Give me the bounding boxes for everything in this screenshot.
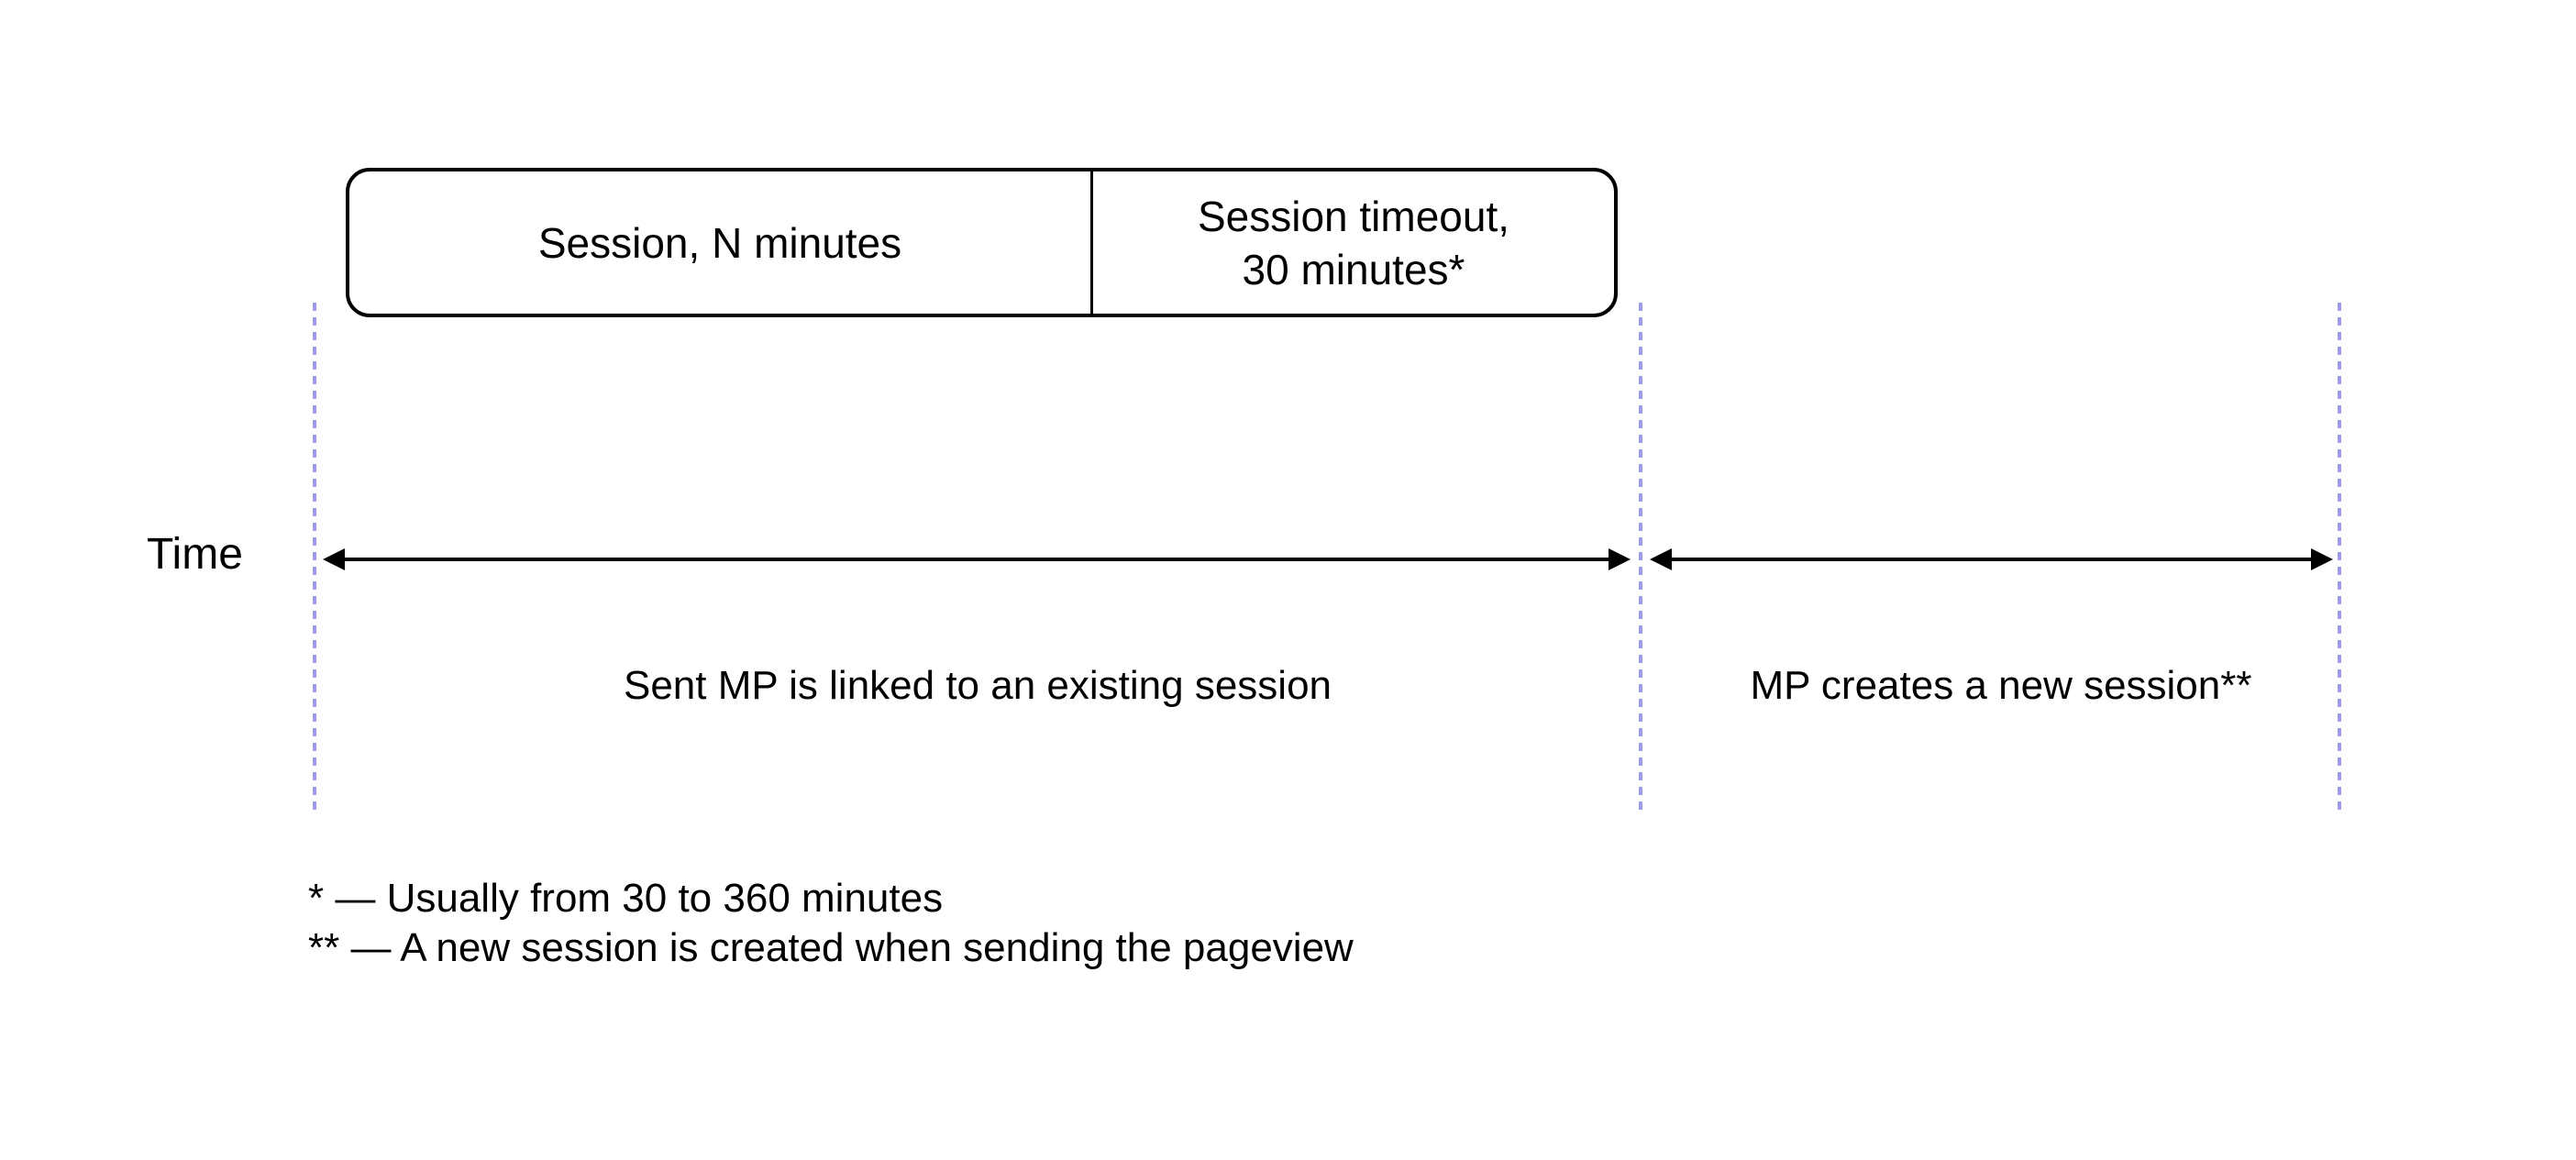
new-session-segment-label: MP creates a new session** xyxy=(1750,663,2252,708)
session-start-boundary-line xyxy=(313,303,316,811)
new-session-span-arrow xyxy=(1650,547,2333,571)
session-box: Session, N minutes Session timeout, 30 m… xyxy=(346,168,1618,317)
session-timeout-label-line1: Session timeout, xyxy=(1197,192,1510,240)
arrow-right-head-icon xyxy=(2311,548,2333,570)
session-timeout-cell: Session timeout, 30 minutes* xyxy=(1093,171,1614,314)
session-timeout-label-line2: 30 minutes* xyxy=(1242,245,1465,293)
footnote-timeout-range: * — Usually from 30 to 360 minutes xyxy=(308,876,944,921)
arrow-left-head-icon xyxy=(1650,548,1672,570)
session-cell-label: Session, N minutes xyxy=(537,218,902,267)
new-session-boundary-line xyxy=(2338,303,2341,811)
arrow-right-head-icon xyxy=(1609,548,1631,570)
footnotes: * — Usually from 30 to 360 minutes ** — … xyxy=(308,874,1354,973)
arrow-left-head-icon xyxy=(323,548,345,570)
arrow-shaft xyxy=(1672,558,2311,561)
arrow-shaft xyxy=(345,558,1609,561)
footnote-new-session: ** — A new session is created when sendi… xyxy=(308,925,1354,970)
time-axis-label: Time xyxy=(147,530,243,579)
existing-session-segment-label: Sent MP is linked to an existing session xyxy=(623,663,1332,708)
existing-session-span-arrow xyxy=(323,547,1631,571)
session-end-boundary-line xyxy=(1639,303,1642,811)
session-cell: Session, N minutes xyxy=(349,171,1093,314)
